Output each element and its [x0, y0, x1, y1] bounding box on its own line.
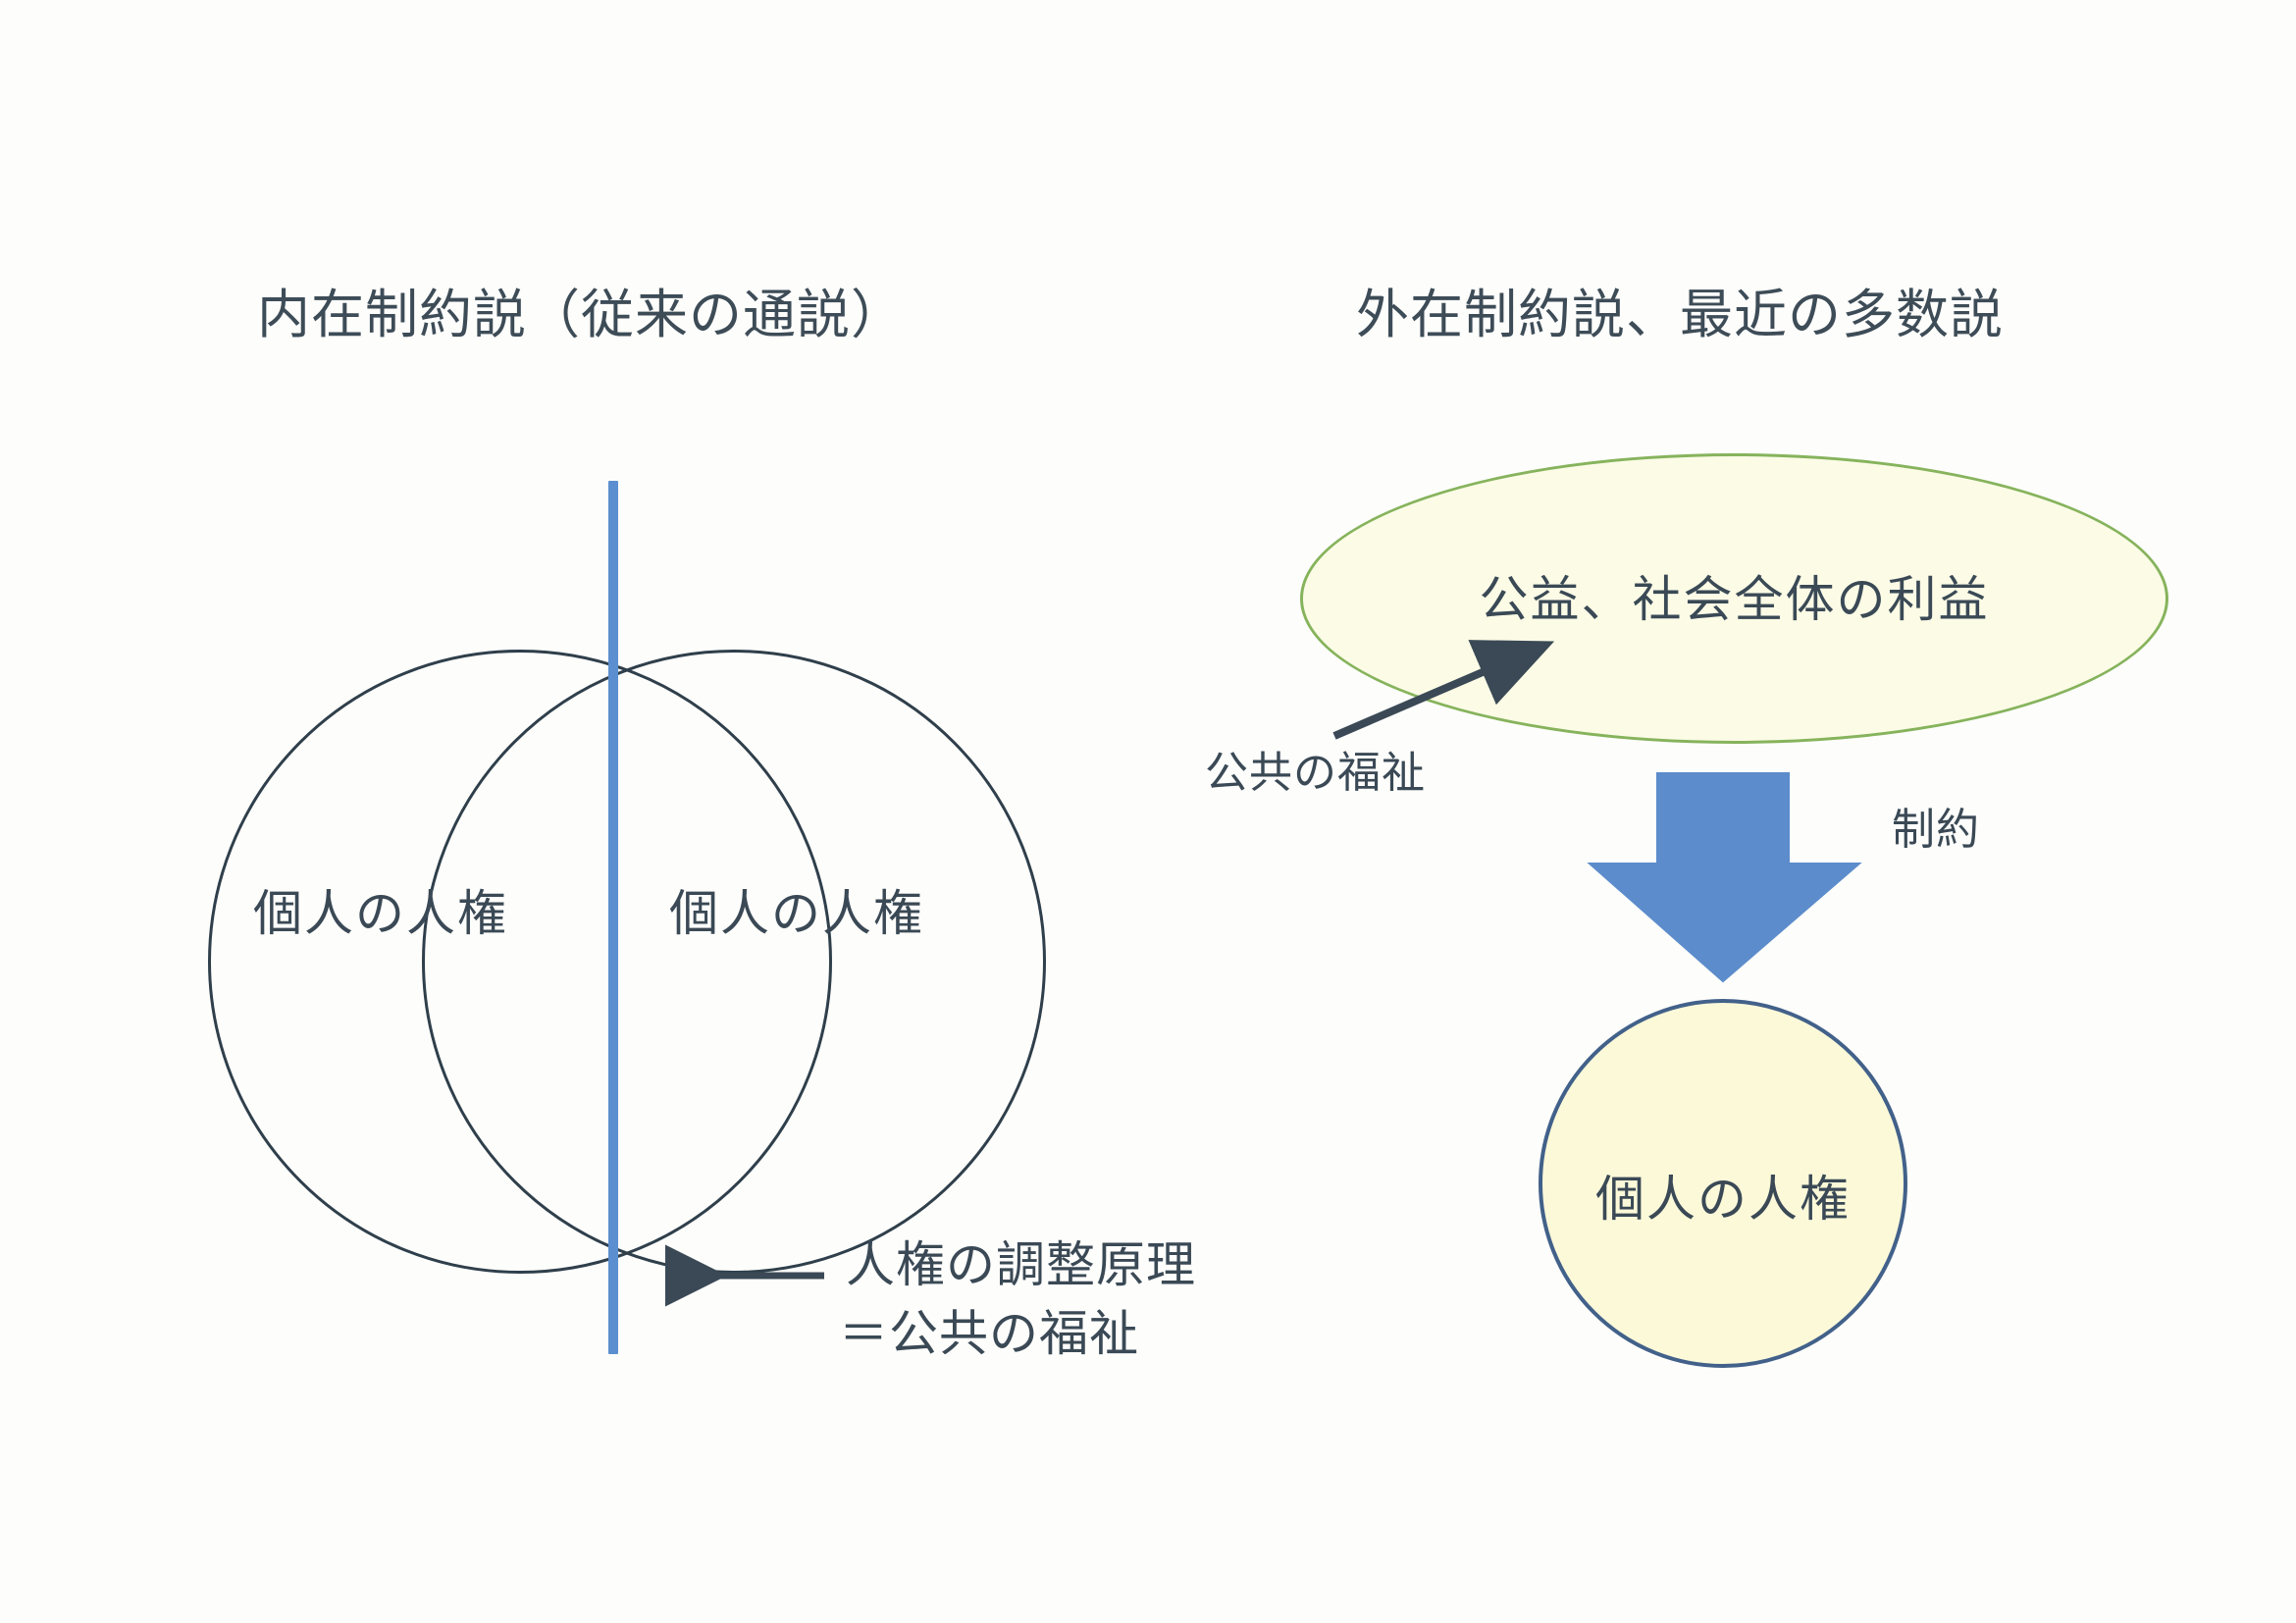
venn-circle-right	[422, 650, 1046, 1274]
left-caption-line-1: 人権の調整原理	[846, 1237, 1196, 1292]
individual-rights-circle: 個人の人権	[1539, 999, 1907, 1368]
left-panel-title: 内在制約説（従来の通説）	[257, 286, 905, 344]
constraint-down-arrow	[1587, 772, 1862, 983]
individual-rights-circle-label: 個人の人権	[1595, 1172, 1851, 1227]
venn-circle-left-label: 個人の人権	[253, 886, 508, 941]
public-interest-ellipse-label: 公益、社会全体の利益	[1479, 572, 1990, 627]
public-welfare-annotation-label: 公共の福祉	[1205, 749, 1426, 797]
public-interest-ellipse: 公益、社会全体の利益	[1300, 453, 2168, 744]
vertical-blue-line	[608, 481, 618, 1354]
constraint-label: 制約	[1892, 806, 1980, 854]
right-panel-title: 外在制約説、最近の多数説	[1356, 286, 2004, 344]
left-caption-line-2: ＝公共の福祉	[839, 1306, 1139, 1361]
venn-circle-right-label: 個人の人権	[669, 886, 924, 941]
